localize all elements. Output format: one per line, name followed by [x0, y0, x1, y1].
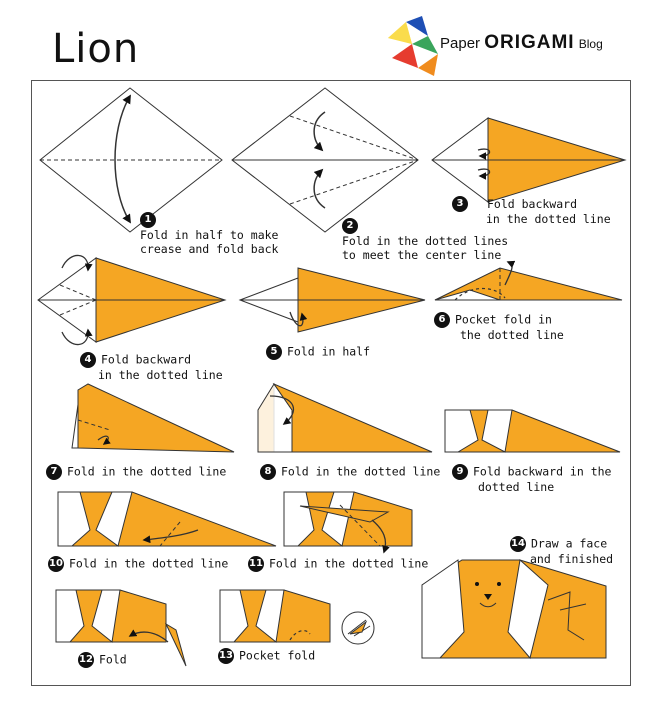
step-10-diagram [57, 491, 277, 547]
step-8-caption: 8 Fold in the dotted line [260, 464, 440, 480]
step-10-text-1: Fold in the dotted line [69, 556, 229, 571]
step-11-diagram [283, 491, 413, 554]
step-5-number: 5 [266, 344, 282, 360]
step-9-text-1: Fold backward in the [473, 464, 612, 479]
logo-text: Paper ORIGAMI Blog [440, 32, 603, 54]
step-11-number: 11 [248, 556, 264, 572]
step-14-text-1: Draw a face [531, 536, 608, 551]
step-6-text-1: Pocket fold in [455, 312, 552, 327]
step-3-text-2: in the dotted line [486, 212, 611, 226]
step-14-diagram [421, 559, 607, 660]
step-14-caption: 14 Draw a face and finished [510, 536, 613, 566]
step-1-diagram [39, 87, 223, 233]
step-13-caption: 13 Pocket fold [218, 648, 315, 664]
step-13-number: 13 [218, 648, 234, 664]
step-2-text-1: Fold in the dotted lines [342, 234, 509, 248]
step-11-text-1: Fold in the dotted line [269, 556, 429, 571]
step-7-caption: 7 Fold in the dotted line [46, 464, 226, 480]
step-3-text-1: Fold backward [487, 196, 578, 211]
page-title: Lion [52, 26, 140, 72]
step-5-caption: 5 Fold in half [266, 344, 370, 360]
step-7-diagram [71, 383, 235, 453]
step-6-caption: 6 Pocket fold in the dotted line [434, 312, 564, 342]
step-9-diagram [444, 409, 621, 453]
step-8-number: 8 [260, 464, 276, 480]
step-6-text-2: the dotted line [460, 328, 564, 342]
step-11-caption: 11 Fold in the dotted line [248, 556, 428, 572]
step-3-diagram [431, 117, 627, 203]
paper-origami-logo [388, 16, 438, 76]
step-13-diagram [219, 589, 375, 645]
step-8-text-1: Fold in the dotted line [281, 464, 441, 479]
step-10-caption: 10 Fold in the dotted line [48, 556, 228, 572]
step-3-caption: 3 Fold backward in the dotted line [452, 196, 611, 226]
step-2-number: 2 [342, 218, 358, 234]
step-13-text-1: Pocket fold [239, 648, 316, 663]
step-12-diagram [55, 589, 187, 667]
logo-blog: Blog [578, 37, 603, 51]
step-1-text-2: crease and fold back [140, 242, 279, 256]
step-12-caption: 12 Fold [78, 652, 127, 668]
step-2-diagram [231, 87, 419, 233]
step-5-text-1: Fold in half [287, 344, 371, 359]
step-9-caption: 9 Fold backward in the dotted line [452, 464, 611, 494]
step-6-number: 6 [434, 312, 450, 328]
step-3-number: 3 [452, 196, 468, 212]
step-9-number: 9 [452, 464, 468, 480]
logo-paper: Paper [440, 35, 481, 52]
step-4-text-1: Fold backward [101, 352, 192, 367]
step-12-number: 12 [78, 652, 94, 668]
step-7-text-1: Fold in the dotted line [67, 464, 227, 479]
step-8-diagram [257, 382, 433, 453]
step-4-diagram [37, 254, 227, 346]
step-4-number: 4 [80, 352, 96, 368]
diagram-frame [31, 80, 631, 686]
step-1-text-1: Fold in half to make [140, 228, 279, 242]
step-4-text-2: in the dotted line [98, 368, 223, 382]
step-6-diagram [434, 260, 623, 301]
step-1-number: 1 [140, 212, 156, 228]
step-1-caption: 1 Fold in half to make crease and fold b… [140, 212, 278, 256]
step-9-text-2: dotted line [478, 480, 555, 494]
step-2-text-2: to meet the center line [342, 248, 502, 262]
step-5-diagram [238, 267, 426, 333]
logo-origami: ORIGAMI [484, 32, 575, 53]
step-14-text-2: and finished [530, 552, 614, 566]
step-7-number: 7 [46, 464, 62, 480]
step-14-number: 14 [510, 536, 526, 552]
step-12-text-1: Fold [99, 652, 127, 667]
step-4-caption: 4 Fold backward in the dotted line [80, 352, 223, 382]
step-10-number: 10 [48, 556, 64, 572]
step-2-caption: 2 Fold in the dotted lines to meet the c… [342, 218, 508, 262]
